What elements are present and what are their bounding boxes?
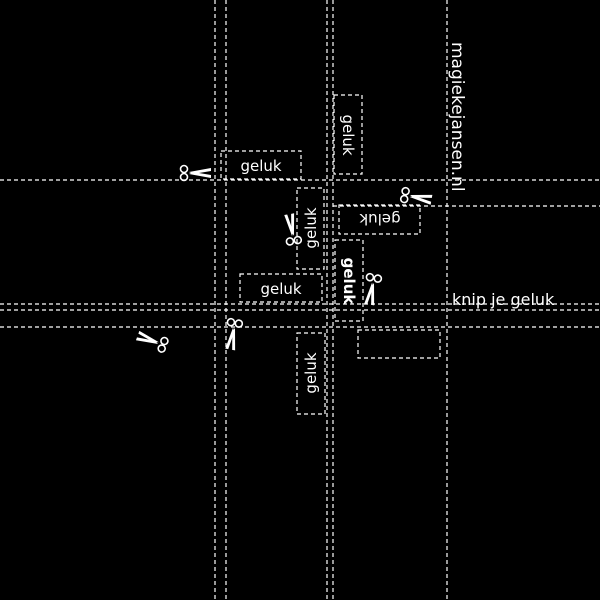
tag-box-2 <box>333 94 363 175</box>
tag-text-3: geluk <box>302 207 320 248</box>
scissors-icon <box>399 186 434 208</box>
tag-text-4: geluk <box>359 210 400 228</box>
tag-box-4 <box>338 204 421 235</box>
tag-box-5 <box>334 239 364 322</box>
tag-box-8 <box>357 329 441 359</box>
tag-text-7: geluk <box>302 352 320 393</box>
horizontal-cut-lines <box>0 179 600 328</box>
label-boxes <box>220 94 441 415</box>
tag-text-2: geluk <box>339 114 357 155</box>
tag-text-6: geluk <box>260 280 301 298</box>
scissors-icon <box>361 272 383 307</box>
tag-text-1: geluk <box>240 157 281 175</box>
vertical-cut-lines <box>214 0 448 600</box>
tagline: knip je geluk <box>452 290 555 309</box>
scissors-icon <box>280 212 303 247</box>
tag-box-1 <box>220 150 302 180</box>
tag-text-5: geluk <box>340 258 358 306</box>
tag-box-6 <box>239 273 323 303</box>
site-label: magiekejansen.nl <box>447 42 467 192</box>
scissors-icon <box>134 327 170 354</box>
tag-box-3 <box>296 187 325 270</box>
tag-box-7 <box>296 332 326 415</box>
scissors-icon <box>179 164 212 182</box>
